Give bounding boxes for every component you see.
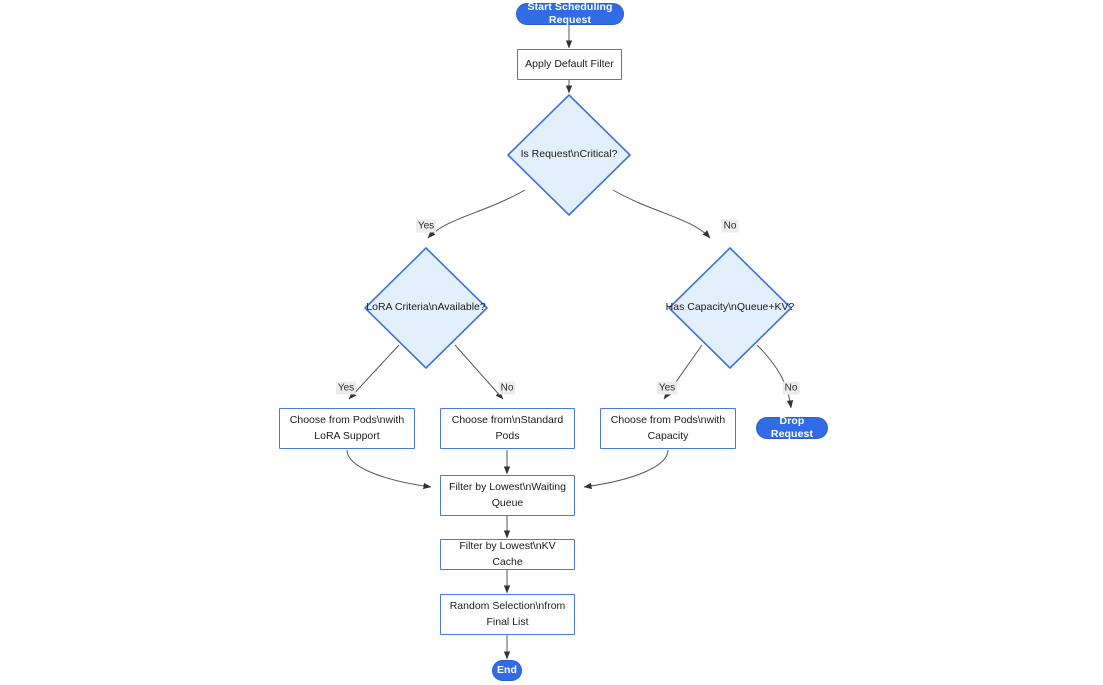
edge-label-critical-yes: Yes — [415, 219, 437, 233]
node-random-selection[interactable]: Random Selection\nfrom Final List — [440, 594, 575, 635]
node-lora-criteria-available-label: LoRA Criteria\nAvailable? — [366, 301, 486, 314]
node-filter-kv-cache[interactable]: Filter by Lowest\nKV Cache — [440, 539, 575, 570]
node-random-selection-label: Random Selection\nfrom Final List — [449, 600, 566, 628]
node-has-capacity-queue-kv[interactable]: Has Capacity\nQueue+KV? — [665, 247, 795, 369]
node-apply-default-filter[interactable]: Apply Default Filter — [517, 49, 622, 80]
node-choose-capacity-pods-label: Choose from Pods\nwith Capacity — [610, 414, 726, 442]
edge-choose-capacity-pods-to-filter-waiting-queue — [583, 449, 669, 490]
node-drop-request-label: Drop Request — [770, 415, 814, 440]
diamond-shape — [364, 247, 488, 369]
node-filter-waiting-queue[interactable]: Filter by Lowest\nWaiting Queue — [440, 475, 575, 516]
edge-choose-lora-pods-to-filter-waiting-queue — [346, 449, 432, 490]
node-end[interactable]: End — [492, 660, 522, 681]
node-filter-kv-cache-label: Filter by Lowest\nKV Cache — [459, 540, 556, 568]
diamond-shape — [507, 94, 631, 216]
node-end-label: End — [496, 664, 518, 677]
diamond-shape — [668, 247, 792, 369]
node-filter-waiting-queue-label: Filter by Lowest\nWaiting Queue — [449, 481, 566, 509]
node-choose-lora-pods-label: Choose from Pods\nwith LoRA Support — [289, 414, 405, 442]
edge-label-lora-no: No — [498, 381, 516, 395]
node-is-request-critical[interactable]: Is Request\nCritical? — [507, 94, 631, 216]
node-start-label: Start Scheduling Request — [527, 1, 613, 26]
node-has-capacity-queue-kv-label: Has Capacity\nQueue+KV? — [665, 301, 795, 314]
node-apply-default-filter-label: Apply Default Filter — [525, 57, 614, 70]
node-drop-request[interactable]: Drop Request — [756, 415, 828, 440]
node-start[interactable]: Start Scheduling Request — [516, 1, 624, 26]
edge-label-capacity-yes: Yes — [656, 381, 678, 395]
edge-label-lora-yes: Yes — [335, 381, 357, 395]
node-choose-standard-pods-label: Choose from\nStandard Pods — [451, 414, 564, 442]
node-choose-lora-pods[interactable]: Choose from Pods\nwith LoRA Support — [279, 408, 415, 449]
node-lora-criteria-available[interactable]: LoRA Criteria\nAvailable? — [364, 247, 488, 369]
edge-label-capacity-no: No — [782, 381, 800, 395]
node-is-request-critical-label: Is Request\nCritical? — [520, 148, 618, 161]
node-choose-standard-pods[interactable]: Choose from\nStandard Pods — [440, 408, 575, 449]
edge-label-critical-no: No — [721, 219, 739, 233]
node-choose-capacity-pods[interactable]: Choose from Pods\nwith Capacity — [600, 408, 736, 449]
